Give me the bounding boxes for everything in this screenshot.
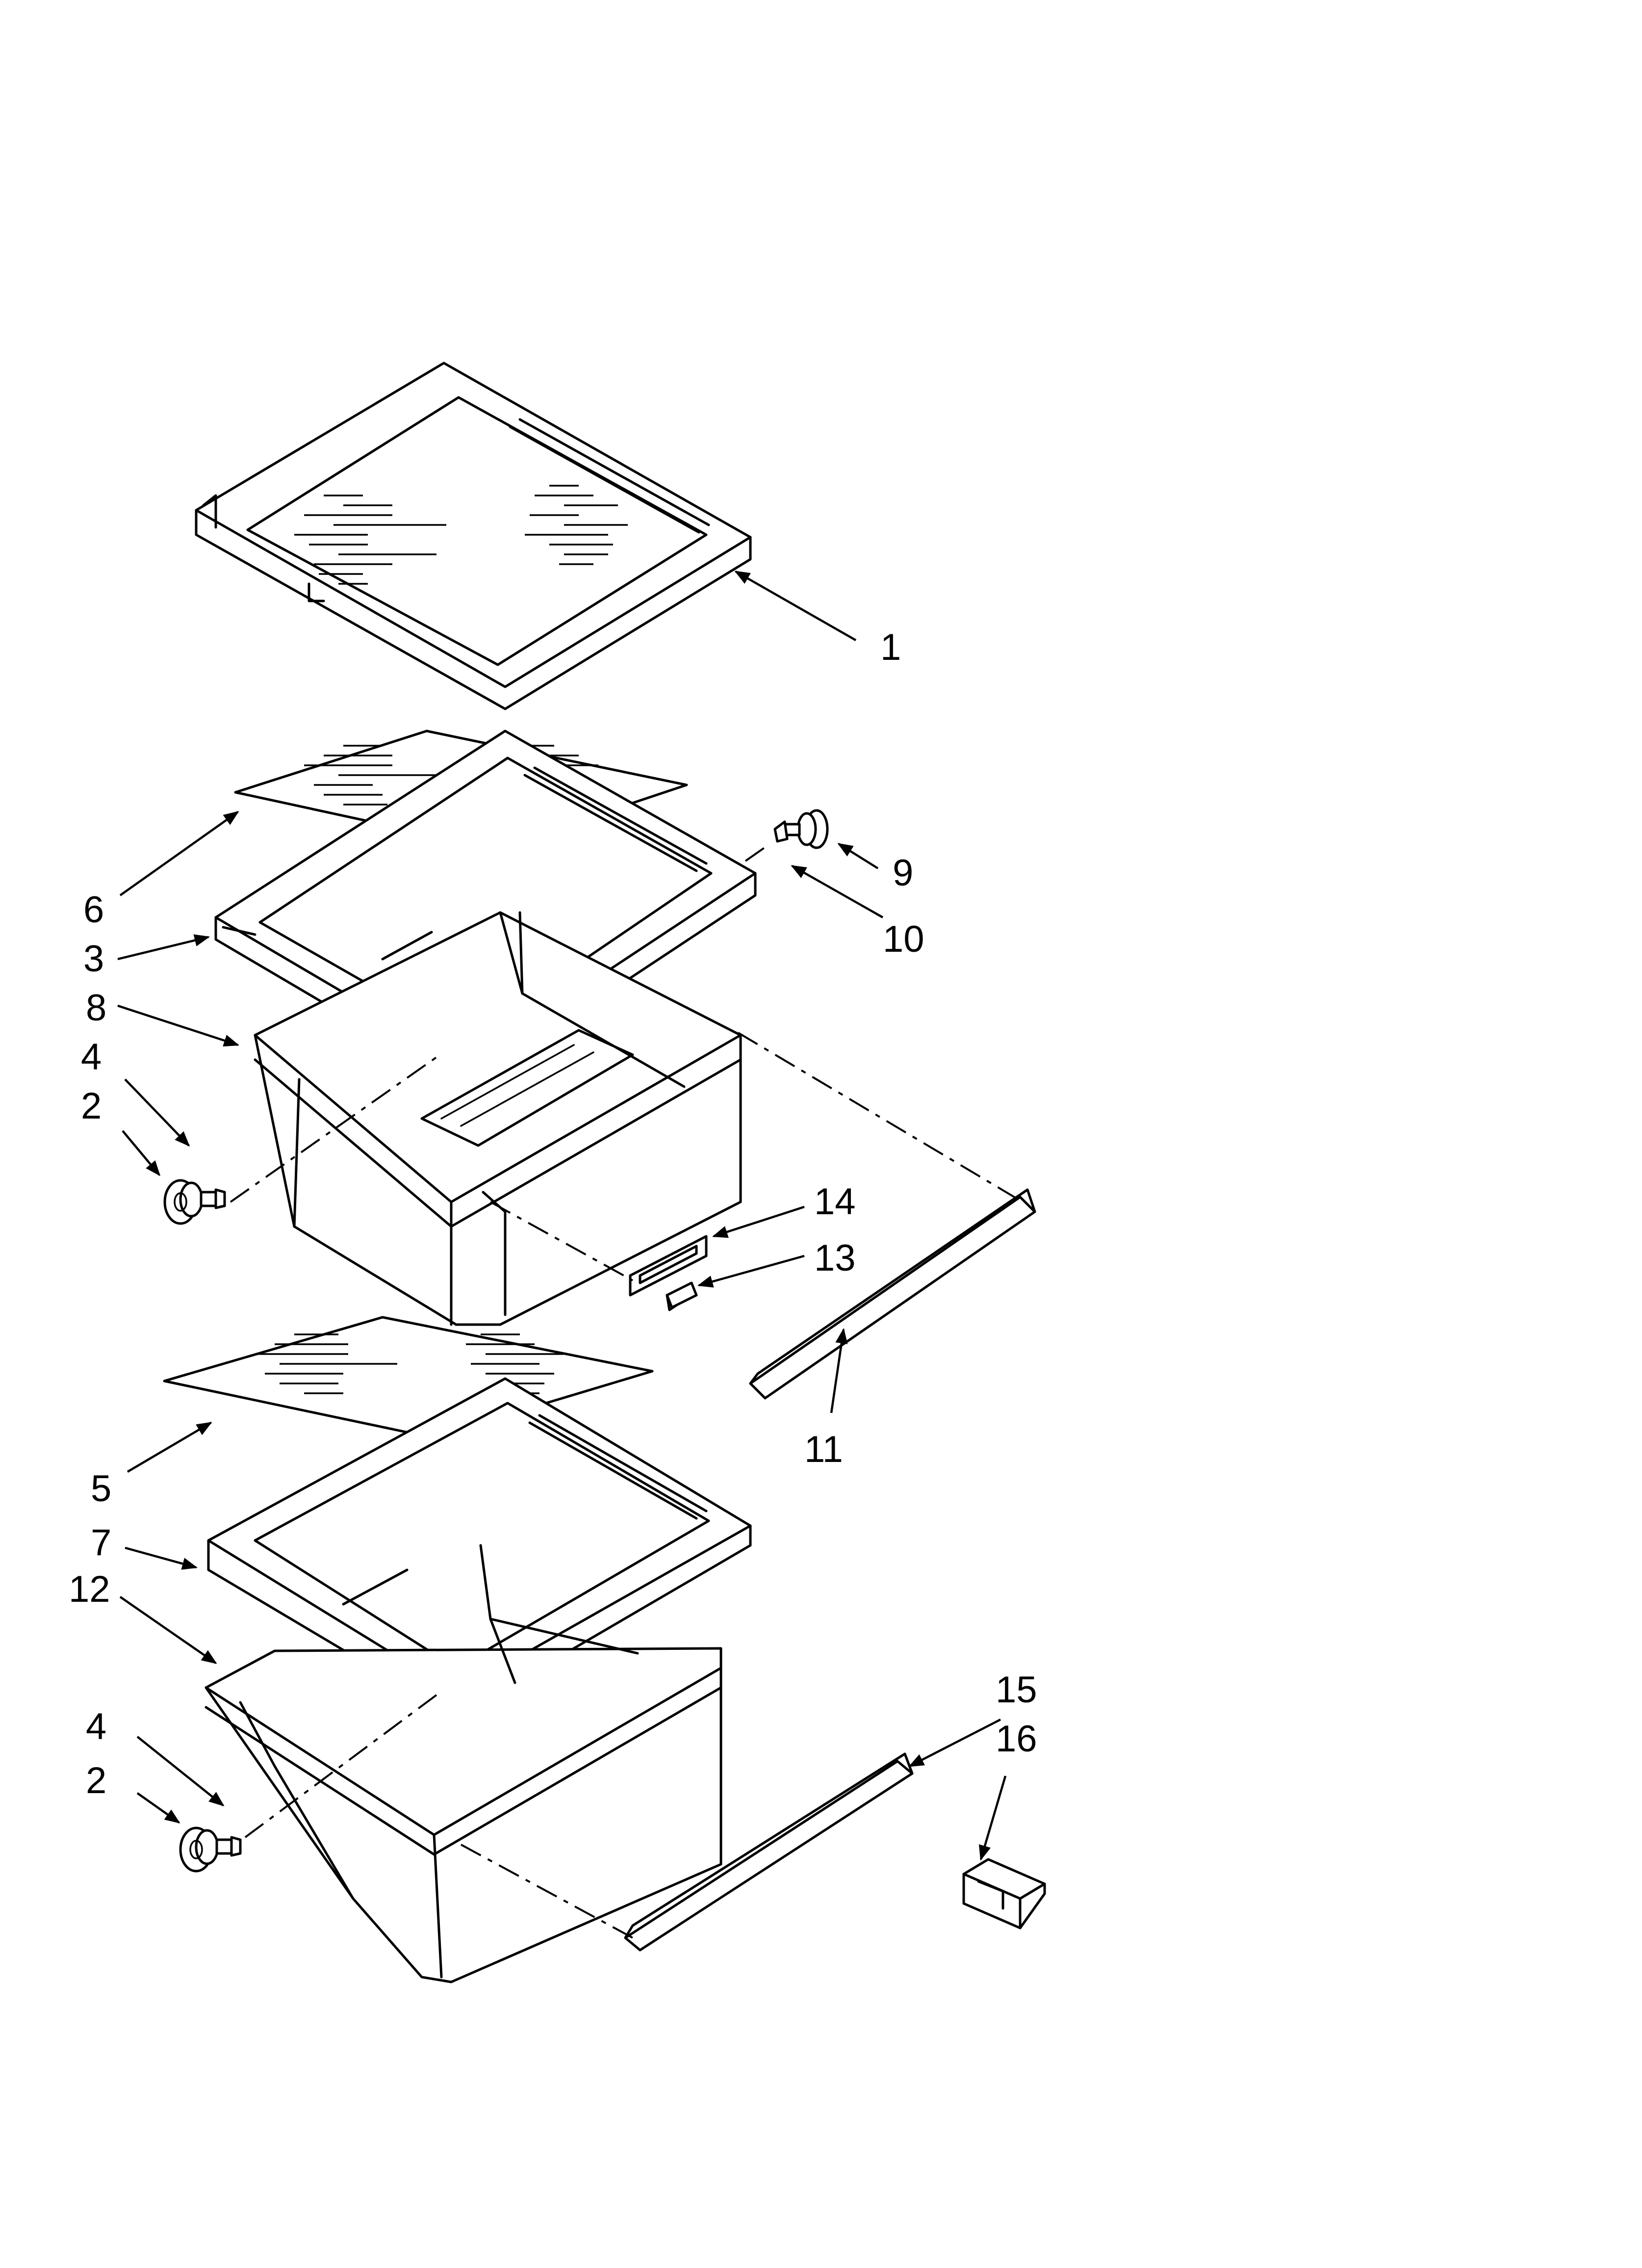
callout-11: 11	[804, 1429, 843, 1470]
callout-6: 6	[83, 889, 104, 931]
callout-2b: 2	[86, 1760, 106, 1801]
callout-13: 13	[814, 1237, 856, 1279]
callout-5: 5	[91, 1468, 111, 1510]
callout-labels: 1 6 3 8 4 2 9 10 14 13 11 5 7 12 4 2 15 …	[69, 626, 1037, 1801]
callout-7: 7	[91, 1522, 111, 1564]
callout-9: 9	[893, 852, 913, 894]
callout-3: 3	[83, 938, 104, 980]
callout-14: 14	[814, 1181, 856, 1223]
bracket-parts	[629, 1235, 708, 1311]
callout-4b: 4	[86, 1706, 106, 1747]
callout-4a: 4	[81, 1036, 102, 1078]
callout-16: 16	[996, 1718, 1037, 1760]
trim-clip	[962, 1858, 1046, 1929]
lower-crisper-drawer	[205, 1544, 722, 1983]
upper-trim-strip	[749, 1188, 1036, 1400]
roller-and-screw	[773, 809, 829, 849]
shelf-glass-hatch	[294, 485, 628, 585]
leader-arrows	[117, 571, 1007, 1861]
callout-8: 8	[86, 987, 106, 1029]
assembly-lines	[230, 843, 1024, 1939]
callout-15: 15	[996, 1669, 1037, 1711]
lower-roller-assembly	[179, 1826, 242, 1873]
callout-2a: 2	[81, 1085, 102, 1127]
callout-12: 12	[69, 1568, 110, 1610]
top-shelf-frame	[195, 362, 752, 710]
upper-crisper-drawer	[254, 911, 742, 1326]
callout-1: 1	[880, 626, 901, 668]
callout-10: 10	[883, 918, 924, 960]
upper-roller-assembly	[163, 1179, 226, 1225]
lower-cover-glass	[163, 1316, 654, 1439]
